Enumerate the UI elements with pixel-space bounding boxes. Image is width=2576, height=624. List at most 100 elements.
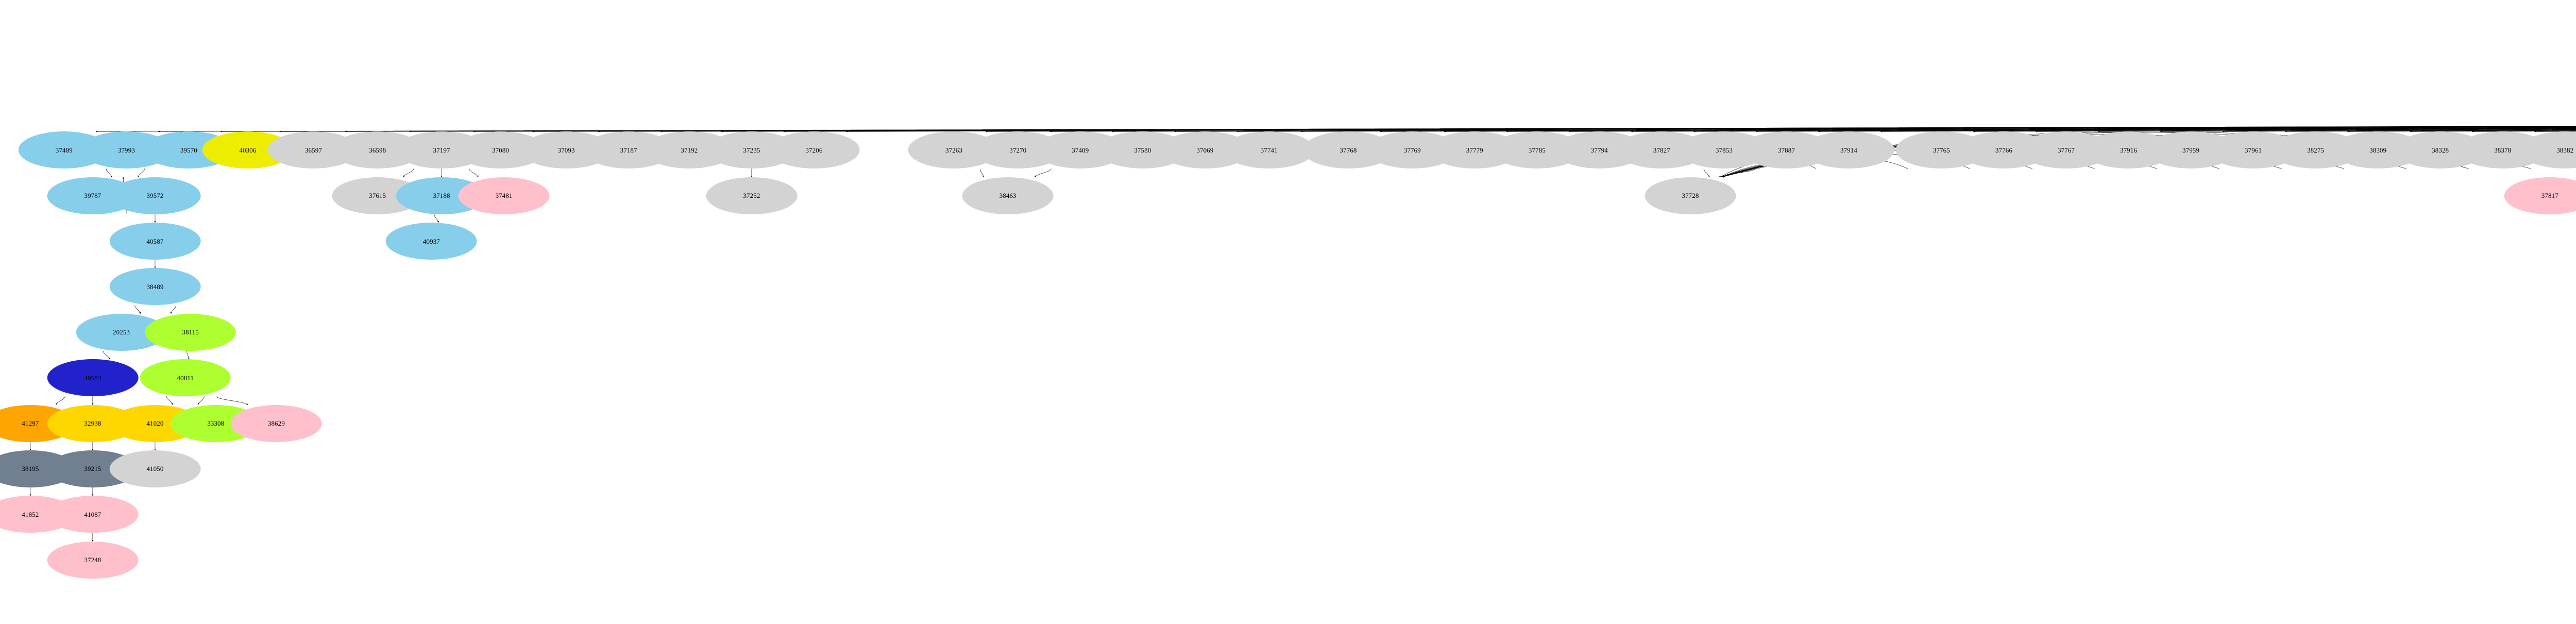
graph-node-label: 38195 [22, 465, 39, 473]
graph-node-label: 37248 [84, 556, 101, 564]
graph-node-label: 37785 [1528, 146, 1546, 154]
graph-edge-40811-41020 [166, 396, 174, 406]
graph-node-label: 37993 [117, 146, 135, 154]
graph-node-label: 37409 [1072, 146, 1089, 154]
graph-node-38629[interactable]: 38629 [231, 404, 322, 442]
graph-node-label: 39215 [84, 465, 101, 473]
graph-edge-36192-37187 [659, 122, 2576, 134]
graph-node-label: 38489 [146, 282, 164, 291]
graph-edge-37853-37728 [1704, 168, 1711, 178]
graph-node-label: 37197 [433, 146, 450, 154]
graph-node-label: 38378 [2494, 146, 2512, 154]
graph-edge-36192-37263 [985, 122, 2576, 134]
graph-node-41087[interactable]: 41087 [47, 496, 139, 533]
graph-node-label: 41020 [146, 419, 164, 428]
graph-node-label: 37916 [2120, 146, 2137, 154]
graph-edge-36192-37206 [845, 122, 2576, 134]
graph-edge-36192-37779 [1506, 122, 2576, 134]
graph-node-41050[interactable]: 41050 [109, 450, 201, 487]
graph-edge-40811-38629 [216, 396, 248, 404]
graph-edge-36192-37489 [95, 122, 2576, 134]
graph-node-37248[interactable]: 37248 [47, 541, 139, 579]
graph-edge-36192-37765 [1973, 122, 2576, 134]
graph-edge-36192-37235 [783, 122, 2576, 134]
graph-node-label: 37817 [2541, 192, 2558, 200]
graph-node-37481[interactable]: 37481 [458, 177, 550, 214]
graph-node-37252[interactable]: 37252 [706, 177, 798, 214]
graph-edge-37188-40937 [434, 214, 440, 224]
graph-node-label: 37188 [433, 192, 450, 200]
graph-node-label: 37794 [1590, 146, 1608, 154]
graph-node-label: 38382 [2556, 146, 2574, 154]
graph-node-label: 38328 [2432, 146, 2449, 154]
graph-node-40583[interactable]: 40583 [47, 359, 139, 397]
graph-node-label: 37765 [1933, 146, 1950, 154]
graph-node-label: 37766 [1995, 146, 2012, 154]
graph-node-label: 37481 [495, 192, 513, 200]
graph-node-label: 37235 [743, 146, 760, 154]
graph-node-38115[interactable]: 38115 [145, 313, 236, 351]
graph-edge-36192-36597 [345, 122, 2576, 134]
graph-edge-36192-37069 [1236, 122, 2576, 134]
graph-node-label: 37827 [1653, 146, 1670, 154]
graph-node-39572[interactable]: 39572 [109, 177, 201, 214]
graph-edge-36192-37270 [1049, 122, 2576, 134]
graph-node-label: 36597 [304, 146, 322, 154]
graph-node-label: 37741 [1260, 146, 1278, 154]
graph-edge-36192-38309 [2409, 128, 2576, 134]
graph-node-40811[interactable]: 40811 [140, 359, 231, 397]
graph-edge-36192-37766 [2035, 122, 2576, 134]
graph-edge-36192-37769 [1444, 122, 2576, 134]
graph-node-label: 37615 [369, 192, 386, 200]
graph-node-38489[interactable]: 38489 [109, 268, 201, 306]
graph-edge-36192-38378 [2534, 128, 2576, 134]
graph-node-label: 37270 [1009, 146, 1027, 154]
graph-node-40587[interactable]: 40587 [109, 223, 201, 260]
graph-node-label: 37959 [2182, 146, 2200, 154]
graph-node-37817[interactable]: 37817 [2504, 177, 2576, 214]
graph-edge-36192-37580 [1174, 122, 2576, 134]
graph-node-label: 40811 [177, 374, 194, 382]
graph-edge-36192-37914 [1880, 122, 2576, 134]
graph-edge-40583-41297 [55, 396, 65, 406]
graph-node-label: 38629 [267, 419, 285, 428]
graph-edge-40811-33308 [196, 396, 204, 406]
graph-node-label: 37728 [1682, 192, 1699, 200]
graph-edge-36192-37093 [597, 122, 2576, 134]
graph-node-label: 38275 [2307, 146, 2325, 154]
graph-edge-36192-37961 [2284, 128, 2576, 134]
graph-node-label: 37080 [492, 146, 510, 154]
graph-edge-36192-37197 [472, 122, 2576, 134]
graph-edge-37197-37615 [403, 168, 414, 178]
graph-node-label: 37779 [1466, 146, 1483, 154]
graph-edge-36192-38328 [2471, 128, 2576, 134]
graph-node-37741[interactable]: 37741 [1223, 131, 1315, 169]
graph-edge-36192-37853 [1755, 122, 2576, 134]
graph-node-label: 37580 [1134, 146, 1151, 154]
graph-node-label: 40306 [239, 146, 257, 154]
edges-group [27, 21, 2576, 542]
graph-node-label: 37914 [1840, 146, 1857, 154]
graph-node-37728[interactable]: 37728 [1645, 177, 1736, 214]
graph-node-label: 38463 [999, 192, 1016, 200]
graph-edge-38115-40811 [185, 351, 191, 360]
graph-edge-36192-37794 [1631, 122, 2576, 134]
graph-edge-36192-38275 [2347, 128, 2576, 134]
graph-node-label: 37093 [557, 146, 575, 154]
graph-node-label: 37187 [620, 146, 637, 154]
graph-node-label: 37961 [2245, 146, 2262, 154]
graph-edge-36192-37409 [1111, 122, 2576, 134]
graph-edge-36192-37767 [2097, 122, 2576, 134]
graph-edge-36192-39570 [220, 122, 2576, 134]
graph-node-37914[interactable]: 37914 [1803, 131, 1894, 169]
graph-node-label: 39570 [180, 146, 197, 154]
graph-node-38463[interactable]: 38463 [962, 177, 1054, 214]
graph-node-label: 37768 [1340, 146, 1357, 154]
graph-edge-37263-38463 [980, 168, 986, 178]
graph-node-label: 40587 [146, 237, 164, 245]
graph-node-40937[interactable]: 40937 [386, 223, 477, 260]
graph-edge-20253-40583 [103, 351, 111, 360]
graph-node-37206[interactable]: 37206 [768, 131, 860, 169]
